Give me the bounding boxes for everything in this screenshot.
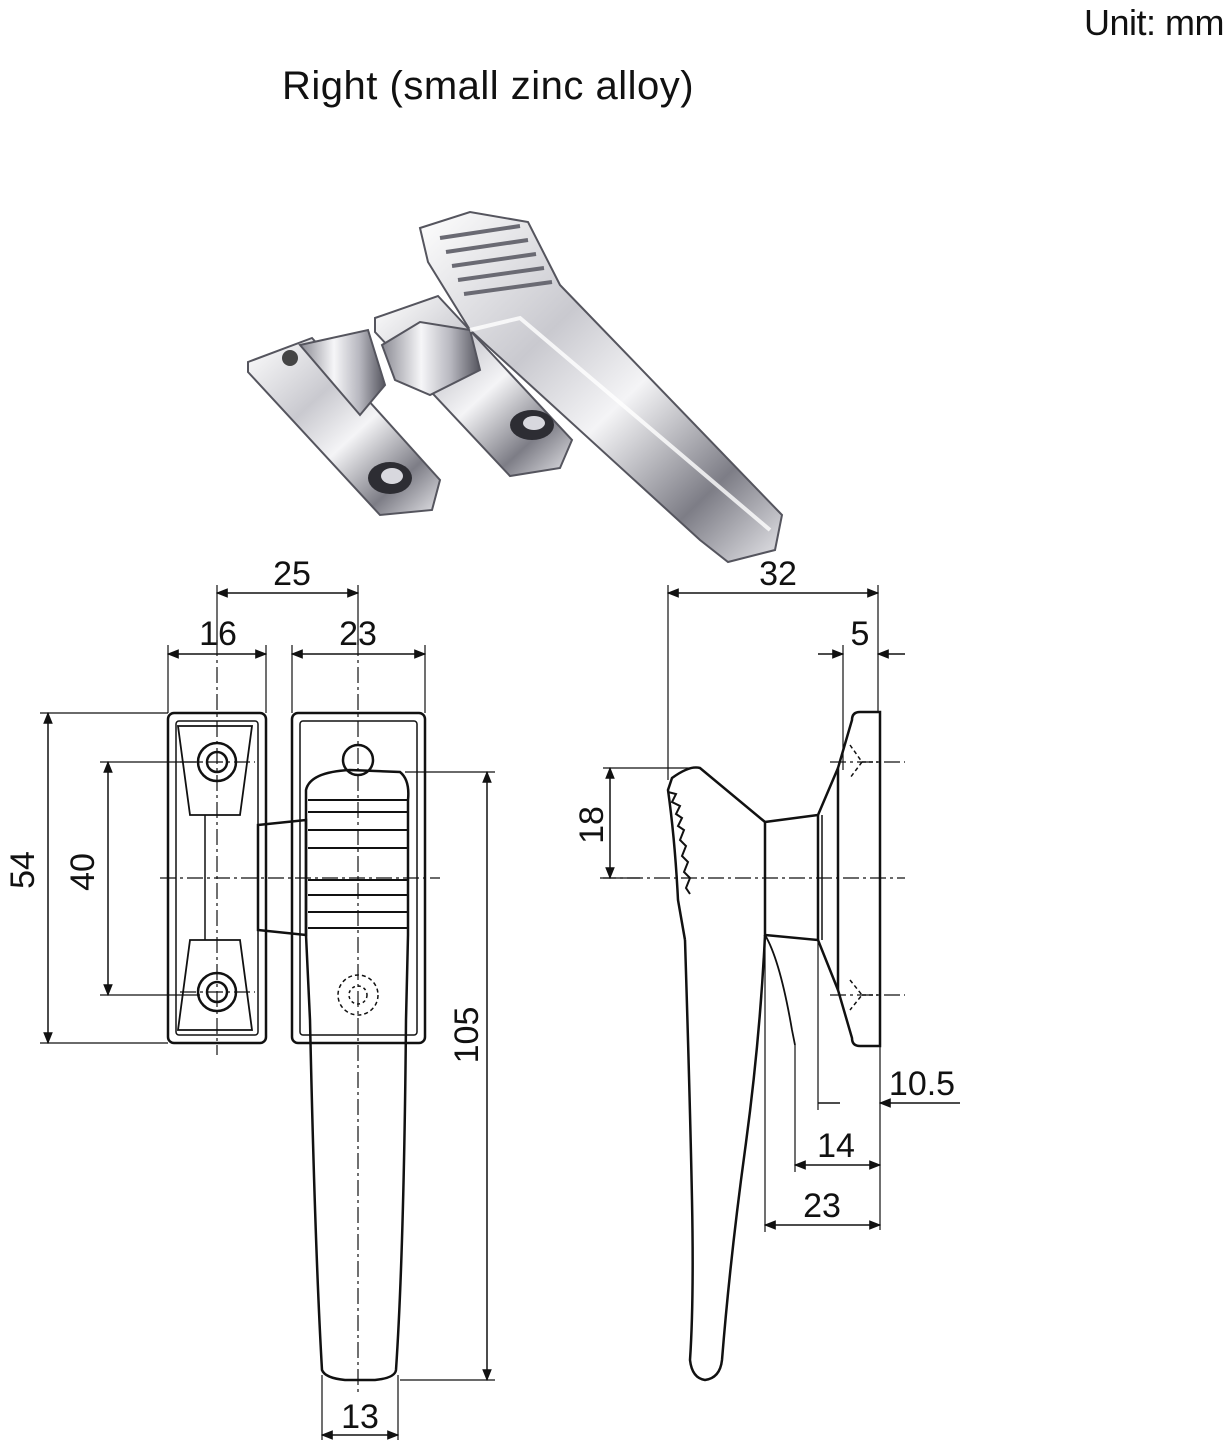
dim-5: 5	[851, 615, 870, 653]
dim-23-side: 23	[803, 1187, 841, 1225]
product-photo	[247, 210, 784, 564]
unit-label: Unit: mm	[1084, 2, 1225, 43]
dim-54: 54	[4, 851, 42, 889]
dim-13: 13	[341, 1398, 379, 1436]
dim-14: 14	[817, 1127, 855, 1165]
dim-23-front: 23	[339, 615, 377, 653]
dim-18: 18	[573, 806, 611, 844]
dim-105: 105	[448, 1007, 486, 1064]
dim-16: 16	[199, 615, 237, 653]
dim-10-5: 10.5	[889, 1065, 955, 1103]
dim-40: 40	[64, 853, 102, 891]
front-view	[40, 585, 495, 1440]
dim-32: 32	[759, 555, 797, 593]
product-title: Right (small zinc alloy)	[282, 64, 695, 108]
dim-25: 25	[273, 555, 311, 593]
side-view	[600, 585, 960, 1382]
